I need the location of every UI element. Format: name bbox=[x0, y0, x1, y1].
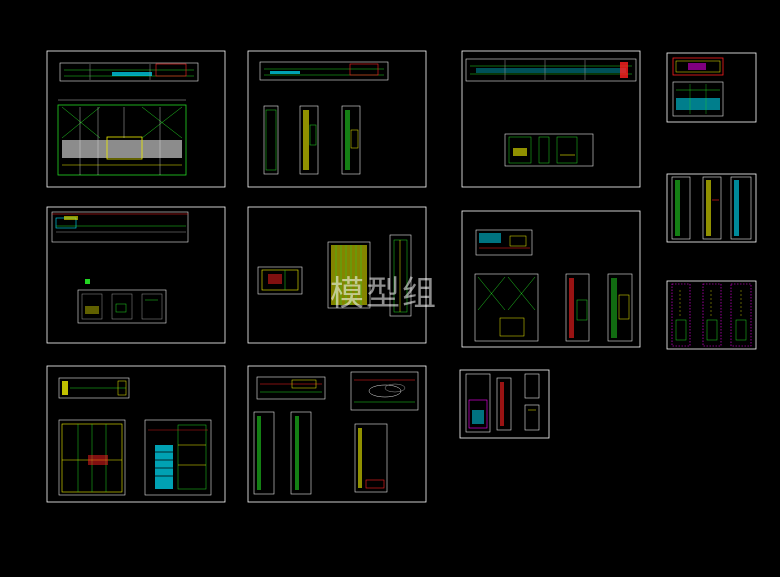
elevation-strip bbox=[58, 377, 130, 399]
top-section bbox=[475, 229, 533, 256]
drawing-sheet-5[interactable] bbox=[46, 206, 226, 344]
elevation-strip bbox=[465, 58, 637, 82]
drawing-sheet-11[interactable] bbox=[247, 365, 427, 503]
drawing-sheet-12[interactable] bbox=[459, 369, 550, 439]
elevation-strip bbox=[59, 62, 199, 82]
detail-views bbox=[77, 289, 167, 324]
elevation-strip bbox=[259, 61, 389, 81]
detail-views bbox=[504, 133, 594, 167]
small-plan bbox=[257, 266, 303, 295]
drawing-sheet-6[interactable] bbox=[247, 206, 427, 344]
marker-dot bbox=[85, 279, 90, 284]
drawing-sheet-9[interactable] bbox=[666, 280, 757, 350]
drawing-sheet-1[interactable] bbox=[46, 50, 226, 188]
elevation-strip bbox=[256, 376, 326, 400]
drawing-sheet-4[interactable] bbox=[666, 52, 757, 123]
detail-views bbox=[465, 373, 540, 433]
drawing-sheet-10[interactable] bbox=[46, 365, 226, 503]
ceiling-detail bbox=[350, 371, 419, 411]
cabinet-elevations bbox=[474, 273, 633, 342]
drawing-sheet-7[interactable] bbox=[461, 210, 641, 348]
section-views bbox=[253, 411, 388, 495]
colored-elevation bbox=[672, 57, 724, 117]
cabinet-fronts bbox=[58, 419, 212, 496]
drawing-sheet-3[interactable] bbox=[461, 50, 641, 188]
section-views bbox=[263, 105, 361, 175]
wardrobe-elevation bbox=[57, 99, 187, 176]
tall-panel bbox=[389, 234, 412, 317]
elevation-strip bbox=[51, 211, 189, 243]
section-views bbox=[671, 283, 752, 347]
drawing-sheet-8[interactable] bbox=[666, 173, 757, 243]
door-elevation bbox=[327, 241, 371, 309]
drawing-sheet-2[interactable] bbox=[247, 50, 427, 188]
section-views bbox=[671, 176, 752, 240]
